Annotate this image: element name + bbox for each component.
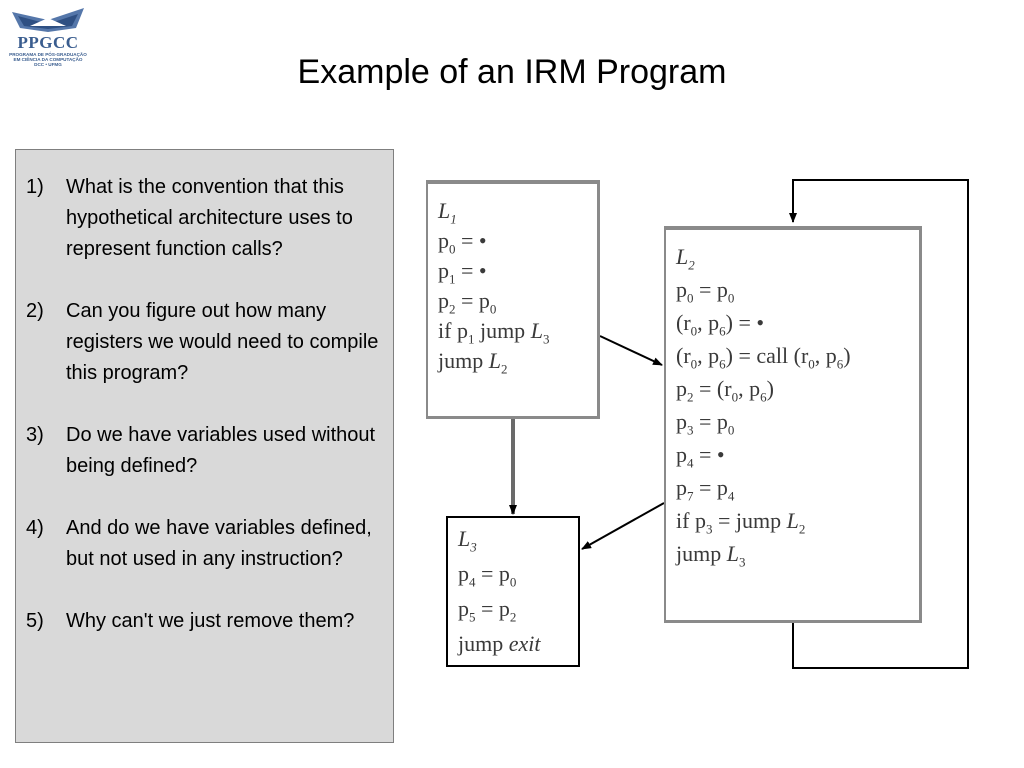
block-l2-line: p2 = (r0, p6) [676,376,774,405]
question-item: 3) Do we have variables used without bei… [26,420,383,482]
block-l2-line: p4 = • [676,442,725,471]
question-item: 1) What is the convention that this hypo… [26,172,383,265]
question-item: 4) And do we have variables defined, but… [26,513,383,575]
logo-wordmark: PPGCC [17,33,79,52]
slide-title: Example of an IRM Program [297,53,727,91]
block-l2-line: p7 = p4 [676,475,735,504]
edge-l2-loop [789,179,969,669]
edge-l2-to-l3 [581,502,665,550]
block-l2-label: L2 [676,244,695,273]
question-text: Why can't we just remove them? [66,610,355,632]
block-l2: L2 p0 = p0 (r0, p6) = • (r0, p6) = call … [664,226,922,623]
block-l1-line: p1 = • [438,258,487,287]
block-l2-line: jump L3 [676,541,746,570]
block-l2-line: p3 = p0 [676,409,735,438]
question-number: 1) [26,176,44,198]
block-l2-line: (r0, p6) = call (r0, p6) [676,343,851,372]
block-l1-line: if p1 jump L3 [438,318,550,347]
block-l2-line: (r0, p6) = • [676,310,765,339]
block-l3: L3 p4 = p0 p5 = p2 jump exit [446,516,580,667]
question-list: 1) What is the convention that this hypo… [15,149,394,743]
question-text: And do we have variables defined, but no… [66,517,372,570]
question-number: 5) [26,610,44,632]
block-l1-line: p0 = • [438,228,487,257]
block-l1-label: L1 [438,198,457,227]
question-number: 2) [26,300,44,322]
question-text: Do we have variables used without being … [66,424,376,477]
block-l2-line: if p3 = jump L2 [676,508,806,537]
block-l3-line: jump exit [458,631,541,656]
block-l1-line: jump L2 [438,348,508,377]
logo-subtitle-line-1: PROGRAMA DE PÓS-GRADUAÇÃO [9,52,87,57]
block-l1-line: p2 = p0 [438,288,497,317]
question-item: 5) Why can't we just remove them? [26,606,383,637]
block-l3-line: p4 = p0 [458,561,517,590]
block-l1: L1 p0 = • p1 = • p2 = p0 if p1 jump L3 j… [426,180,600,419]
ppgcc-logo: PPGCC PROGRAMA DE PÓS-GRADUAÇÃO EM CIÊNC… [6,6,90,67]
block-l3-label: L3 [458,526,477,555]
logo-subtitle-line-2: EM CIÊNCIA DA COMPUTAÇÃO [13,57,83,62]
question-text: Can you figure out how many registers we… [66,300,379,384]
question-number: 4) [26,517,44,539]
logo-subtitle-line-3: DCC • UFMG [34,62,62,67]
question-number: 3) [26,424,44,446]
question-item: 2) Can you figure out how many registers… [26,296,383,389]
logo-wing-icon [12,8,84,32]
edge-l1-to-l2 [599,335,663,366]
question-text: What is the convention that this hypothe… [66,176,353,260]
block-l2-line: p0 = p0 [676,277,735,306]
block-l3-line: p5 = p2 [458,596,517,625]
